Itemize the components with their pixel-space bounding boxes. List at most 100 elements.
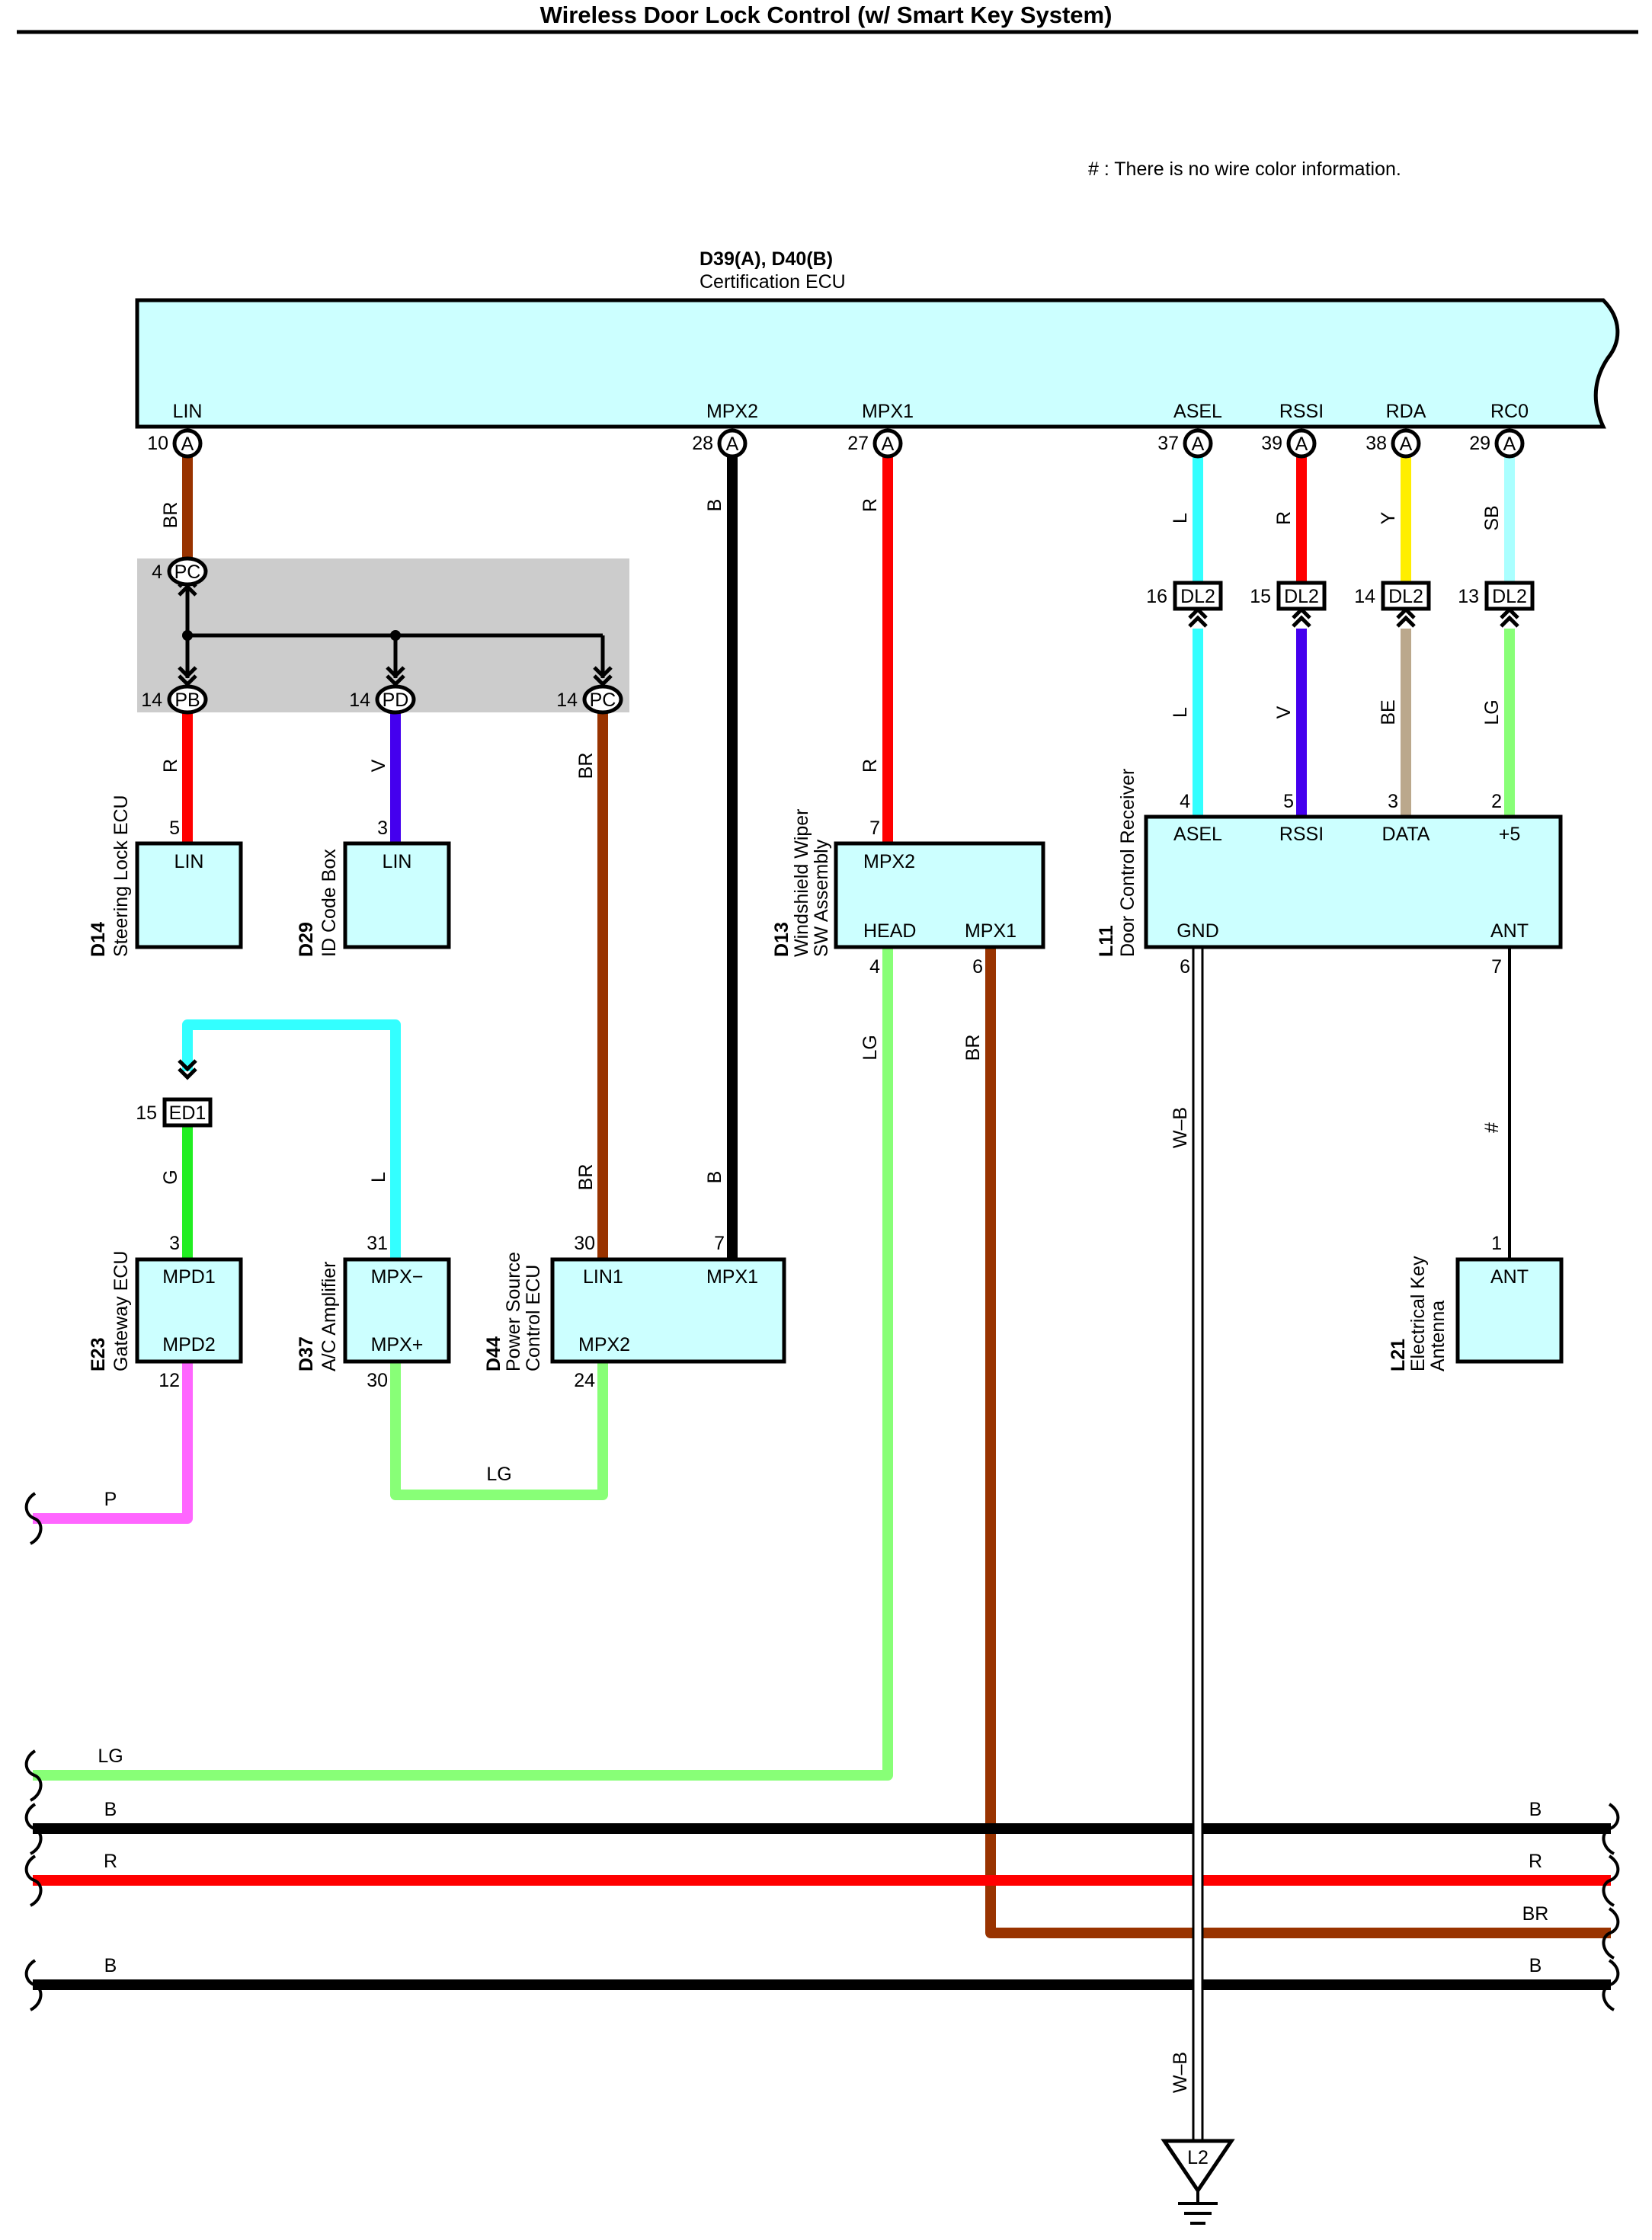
- pin-name: LIN1: [583, 1266, 623, 1288]
- wire-label-lg: LG: [1481, 699, 1503, 725]
- connector-a: [1183, 428, 1213, 459]
- cert-ecu-name: Certification ECU: [700, 271, 846, 293]
- component-box: [343, 841, 451, 949]
- pin-name: HEAD: [863, 920, 916, 942]
- pin-number: 31: [367, 1233, 388, 1254]
- wire-label-hash: #: [1481, 1122, 1503, 1133]
- dl2-connector-3: DL2 14: [1354, 581, 1431, 626]
- wire-lg-head: [33, 947, 893, 1781]
- pin-name: MPX1: [965, 920, 1016, 942]
- diagram-title: Wireless Door Lock Control (w/ Smart Key…: [540, 2, 1113, 28]
- wire-label-r: R: [860, 498, 881, 512]
- wire-label-g: G: [160, 1170, 181, 1184]
- component-box: [834, 841, 1045, 949]
- pin-name: LIN: [174, 851, 204, 872]
- dl2-connector-4: DL2 13: [1458, 581, 1535, 626]
- wire-label-r: R: [104, 1851, 117, 1872]
- wire-label-lg: LG: [486, 1464, 511, 1485]
- wire-label-v: V: [368, 759, 389, 772]
- component-d44-power-source-control-ecu: 30 7 LIN1 MPX1 MPX2 24 D44 Power Source …: [483, 1233, 786, 1391]
- connector-letter: A: [1192, 434, 1205, 455]
- wire-label-b: B: [1529, 1955, 1542, 1976]
- ground-symbol: L2: [1161, 2139, 1235, 2225]
- pin-name: ANT: [1490, 1266, 1529, 1288]
- component-name: Steering Lock ECU: [110, 795, 132, 957]
- component-d13-windshield-wiper: 7 MPX2 HEAD MPX1 4 6 D13 Windshield Wipe…: [771, 808, 1045, 978]
- connector-letter: A: [1400, 434, 1413, 455]
- wire-label-br: BR: [1522, 1903, 1549, 1925]
- component-box: [343, 1257, 451, 1364]
- wire-label-sb: SB: [1481, 505, 1503, 530]
- cert-pin-mpx1: MPX1 27 A: [847, 401, 914, 459]
- component-box: [1455, 1257, 1564, 1364]
- component-name-line1: Electrical Key: [1407, 1256, 1429, 1371]
- wire-label-p: P: [104, 1489, 117, 1510]
- pin-name: MPX2: [578, 1334, 630, 1355]
- connector-box: [1173, 581, 1223, 611]
- component-name-line1: Power Source: [503, 1252, 524, 1371]
- junction-out-pb: PB 14: [141, 684, 208, 715]
- component-code: D29: [296, 922, 317, 957]
- wire-label-br: BR: [160, 502, 181, 529]
- wire-label-r: R: [860, 759, 881, 773]
- wire-label-r: R: [1273, 511, 1295, 525]
- wire-lg-mpx: [390, 1362, 608, 1500]
- connector-label: ED1: [169, 1102, 206, 1124]
- connector-a: [872, 428, 903, 459]
- dl2-connector-2: DL2 15: [1250, 581, 1327, 626]
- junction-out-pd: PD 14: [349, 684, 416, 715]
- pin-name: MPD1: [162, 1266, 215, 1288]
- component-box: [135, 1257, 243, 1364]
- wire-label-l: L: [1170, 513, 1191, 523]
- component-code: E23: [88, 1338, 109, 1371]
- connector-label: DL2: [1284, 586, 1319, 607]
- pin-number: 5: [169, 818, 180, 839]
- splice-dot: [182, 630, 193, 641]
- ground-label: L2: [1187, 2147, 1209, 2168]
- pin-name: +5: [1499, 824, 1521, 845]
- wire-color-note: # : There is no wire color information.: [1088, 158, 1401, 180]
- connector-number: 14: [141, 690, 162, 711]
- pin-number: 24: [574, 1370, 595, 1391]
- wire-label-l: L: [1170, 707, 1191, 718]
- pin-name: RC0: [1490, 401, 1529, 422]
- pin-number: 12: [158, 1370, 180, 1391]
- connector-box: [1276, 581, 1327, 611]
- pin-name: DATA: [1382, 824, 1430, 845]
- wire-label-r: R: [160, 759, 181, 773]
- connector-number: 15: [136, 1102, 157, 1124]
- connector-number: 4: [152, 562, 162, 583]
- connector-box: [162, 1097, 213, 1128]
- pin-name: MPX2: [706, 401, 758, 422]
- bus-break-marks-left: [24, 1492, 43, 2011]
- cert-pin-rda: RDA 38 A: [1365, 401, 1426, 459]
- component-name: Gateway ECU: [110, 1251, 132, 1371]
- wire-label-br: BR: [962, 1035, 984, 1061]
- connector-letter: A: [882, 434, 895, 455]
- pin-number: 3: [1388, 791, 1398, 812]
- pin-name: LIN: [173, 401, 203, 422]
- pin-number: 7: [869, 818, 880, 839]
- pin-name: RDA: [1386, 401, 1426, 422]
- component-name: Door Control Receiver: [1117, 769, 1138, 957]
- pin-number: 39: [1261, 433, 1282, 454]
- pin-number: 37: [1157, 433, 1179, 454]
- component-box: [135, 841, 243, 949]
- connector-label: DL2: [1180, 586, 1215, 607]
- pin-number: 7: [714, 1233, 725, 1254]
- pin-number: 30: [367, 1370, 388, 1391]
- pin-name: LIN: [383, 851, 412, 872]
- connector-a: [1391, 428, 1421, 459]
- connector-label: PC: [590, 690, 616, 711]
- pin-number: 1: [1491, 1233, 1502, 1254]
- pin-number: 3: [377, 818, 388, 839]
- cert-pin-rssi: RSSI 39 A: [1261, 401, 1324, 459]
- component-code: L11: [1096, 925, 1117, 957]
- connector-a: [172, 428, 203, 459]
- pin-name: RSSI: [1279, 401, 1324, 422]
- pin-name: MPX+: [371, 1334, 424, 1355]
- wire-label-b: B: [104, 1799, 117, 1820]
- ground-triangle: [1161, 2139, 1235, 2194]
- wire-labels: BR B R L R Y SB L V BE LG R V BR R LG BR…: [98, 498, 1548, 2093]
- pin-number: 4: [1180, 791, 1190, 812]
